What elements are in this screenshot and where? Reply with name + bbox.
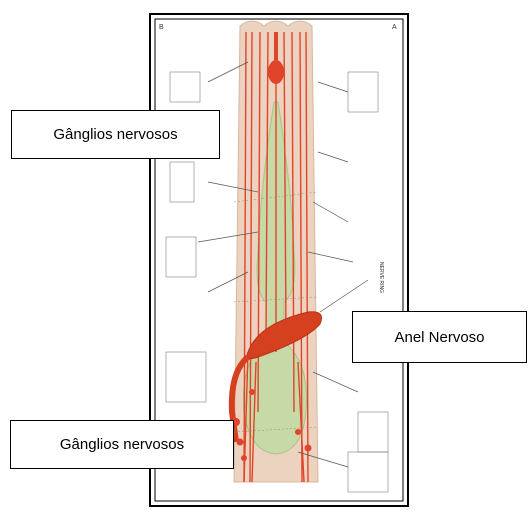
- nerve-ring-label-text: Anel Nervoso: [394, 329, 484, 346]
- ganglia-label-bottom: Gânglios nervosos: [10, 420, 234, 469]
- corner-label-right: A: [392, 24, 397, 31]
- nerve-ring-label: Anel Nervoso: [352, 311, 527, 363]
- head-bulb: [268, 60, 284, 84]
- nerve-ring-tag: NERVE RING: [378, 262, 384, 293]
- ganglia-label-top: Gânglios nervosos: [11, 110, 220, 159]
- ganglia-label-top-text: Gânglios nervosos: [53, 126, 177, 143]
- ganglia-label-bottom-text: Gânglios nervosos: [60, 436, 184, 453]
- corner-label-left: B: [159, 24, 164, 31]
